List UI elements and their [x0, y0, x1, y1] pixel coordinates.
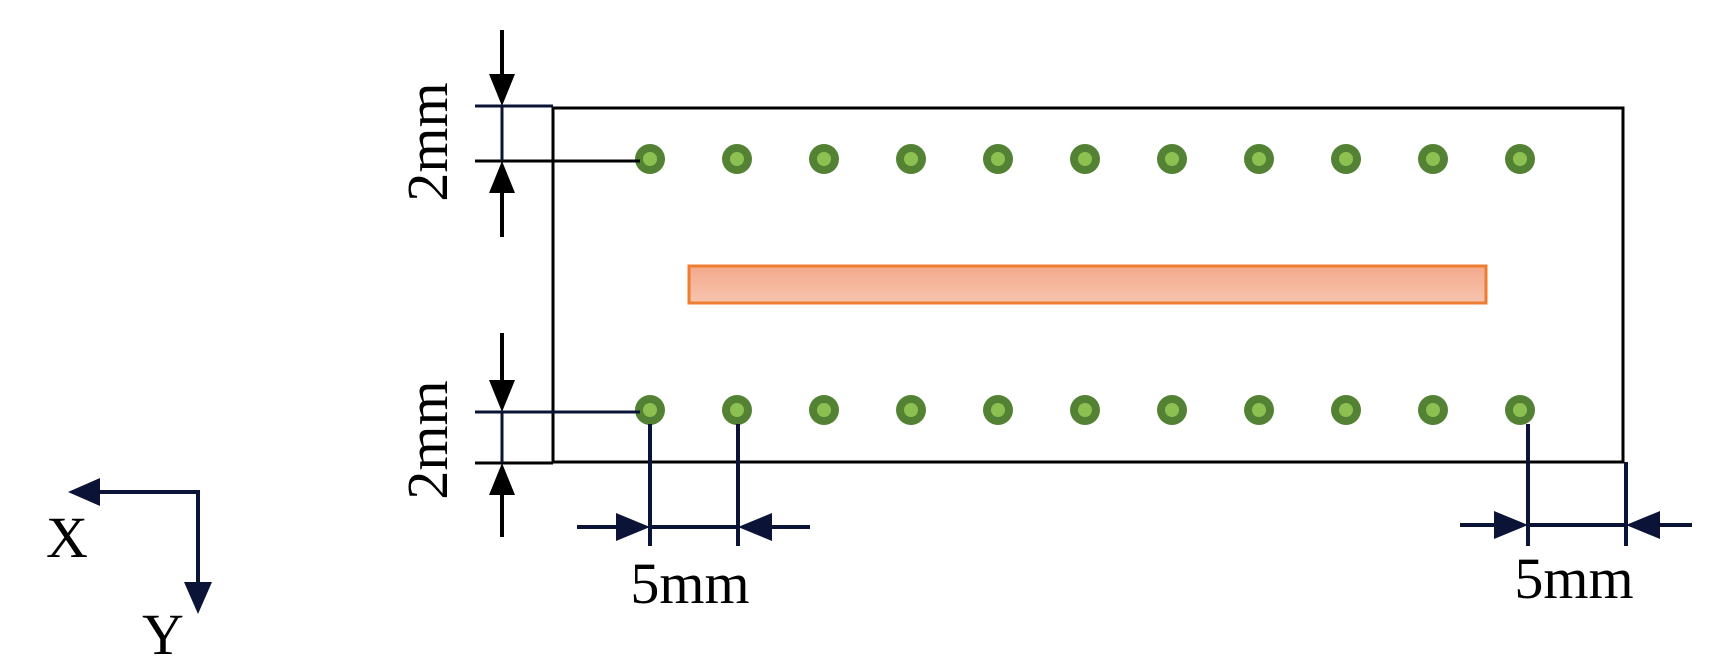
hole-dot-center	[643, 403, 657, 417]
bottom-gap-label: 2mm	[395, 380, 460, 499]
top-gap-dimension: 2mm	[395, 30, 640, 237]
hole-dot-center	[1078, 403, 1092, 417]
hole-dot-center	[1252, 152, 1266, 166]
hole-dot-center	[1426, 152, 1440, 166]
hole-dot-center	[904, 403, 918, 417]
hole-dot-center	[1078, 152, 1092, 166]
left-spacing-label: 5mm	[630, 551, 749, 616]
hole-dot-center	[1339, 152, 1353, 166]
hole-dot-center	[730, 152, 744, 166]
hole-dot-center	[1165, 152, 1179, 166]
hole-dot-center	[1339, 403, 1353, 417]
dot-row-top	[635, 144, 1535, 174]
hole-dot-center	[904, 152, 918, 166]
hole-dot-center	[991, 403, 1005, 417]
y-axis-label: Y	[142, 602, 184, 667]
right-spacing-dimension: 5mm	[1460, 424, 1692, 611]
hole-dot-center	[1165, 403, 1179, 417]
hole-dot-center	[730, 403, 744, 417]
hole-dot-center	[991, 152, 1005, 166]
right-spacing-label: 5mm	[1514, 546, 1633, 611]
left-spacing-dimension: 5mm	[577, 424, 810, 616]
board-outline	[551, 106, 1625, 464]
hole-dot-center	[1513, 403, 1527, 417]
hole-dot-center	[1426, 403, 1440, 417]
top-gap-label: 2mm	[395, 82, 460, 201]
axis-indicator: X Y	[46, 478, 212, 667]
x-axis-label: X	[46, 505, 88, 570]
hole-dot-center	[1513, 152, 1527, 166]
center-strip	[687, 264, 1488, 305]
y-axis-arrow-icon	[184, 582, 212, 614]
hole-dot-center	[817, 403, 831, 417]
hole-dot-center	[817, 152, 831, 166]
hole-dot-center	[1252, 403, 1266, 417]
x-axis-arrow-icon	[68, 478, 100, 506]
hole-dot-center	[643, 152, 657, 166]
bottom-gap-dimension: 2mm	[395, 333, 640, 537]
dot-row-bottom	[635, 395, 1535, 425]
